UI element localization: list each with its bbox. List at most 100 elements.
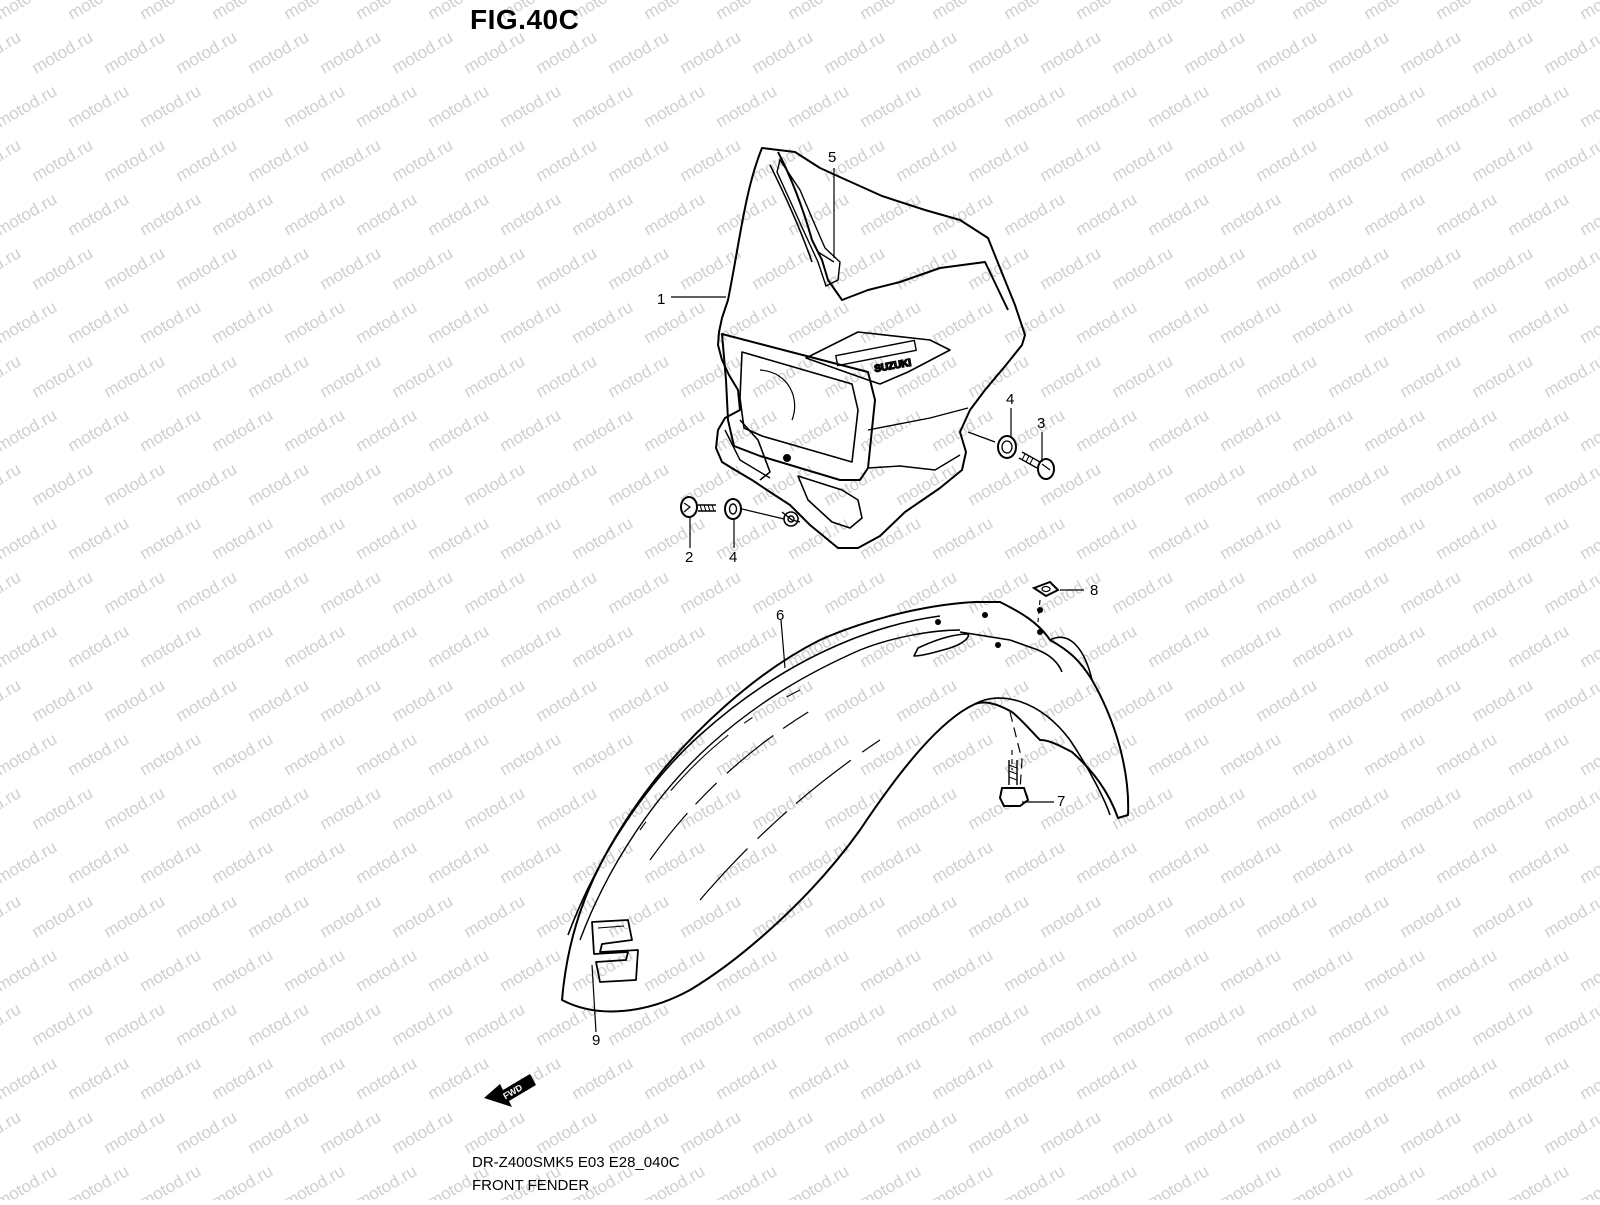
watermark-text: motod.ru [965, 567, 1033, 617]
watermark-text: motod.ru [0, 675, 24, 725]
watermark-text: motod.ru [0, 405, 60, 455]
watermark-text: motod.ru [893, 999, 961, 1049]
watermark-text: motod.ru [713, 405, 781, 455]
watermark-text: motod.ru [1397, 567, 1465, 617]
watermark-text: motod.ru [1073, 1161, 1141, 1200]
watermark-text: motod.ru [461, 999, 529, 1049]
watermark-text: motod.ru [713, 837, 781, 887]
watermark-text: motod.ru [281, 189, 349, 239]
watermark-text: motod.ru [0, 1107, 24, 1157]
watermark-text: motod.ru [929, 81, 997, 131]
watermark-text: motod.ru [1109, 999, 1177, 1049]
watermark-text: motod.ru [1289, 945, 1357, 995]
watermark-text: motod.ru [857, 1161, 925, 1200]
watermark-text: motod.ru [1217, 1161, 1285, 1200]
watermark-text: motod.ru [209, 297, 277, 347]
watermark-text: motod.ru [605, 891, 673, 941]
watermark-text: motod.ru [101, 999, 169, 1049]
watermark-text: motod.ru [1289, 729, 1357, 779]
watermark-text: motod.ru [1505, 81, 1573, 131]
watermark-text: motod.ru [461, 675, 529, 725]
watermark-text: motod.ru [1397, 27, 1465, 77]
watermark-text: motod.ru [677, 891, 745, 941]
watermark-text: motod.ru [281, 405, 349, 455]
watermark-text: motod.ru [1505, 0, 1573, 23]
watermark-text: motod.ru [1541, 1107, 1600, 1157]
watermark-text: motod.ru [1217, 621, 1285, 671]
watermark-text: motod.ru [29, 459, 97, 509]
watermark-text: motod.ru [749, 999, 817, 1049]
watermark-text: motod.ru [0, 999, 24, 1049]
watermark-text: motod.ru [1541, 243, 1600, 293]
watermark-text: motod.ru [1469, 243, 1537, 293]
watermark-text: motod.ru [1397, 999, 1465, 1049]
watermark-text: motod.ru [749, 351, 817, 401]
watermark-text: motod.ru [1145, 1161, 1213, 1200]
section-name: FRONT FENDER [472, 1177, 589, 1194]
watermark-text: motod.ru [137, 1161, 205, 1200]
watermark-text: motod.ru [1289, 405, 1357, 455]
watermark-text: motod.ru [497, 513, 565, 563]
watermark-text: motod.ru [1253, 135, 1321, 185]
watermark-text: motod.ru [1109, 459, 1177, 509]
watermark-text: motod.ru [1361, 1161, 1429, 1200]
watermark-text: motod.ru [569, 297, 637, 347]
watermark-text: motod.ru [533, 351, 601, 401]
watermark-text: motod.ru [389, 243, 457, 293]
watermark-text: motod.ru [0, 189, 60, 239]
watermark-text: motod.ru [1073, 729, 1141, 779]
watermark-text: motod.ru [857, 513, 925, 563]
watermark-text: motod.ru [1397, 135, 1465, 185]
watermark-text: motod.ru [461, 135, 529, 185]
watermark-text: motod.ru [281, 297, 349, 347]
watermark-text: motod.ru [1145, 729, 1213, 779]
watermark-text: motod.ru [1037, 351, 1105, 401]
watermark-text: motod.ru [821, 27, 889, 77]
watermark-text: motod.ru [1145, 621, 1213, 671]
watermark-text: motod.ru [1217, 945, 1285, 995]
watermark-text: motod.ru [749, 27, 817, 77]
watermark-text: motod.ru [713, 513, 781, 563]
watermark-text: motod.ru [0, 351, 24, 401]
watermark-text: motod.ru [209, 405, 277, 455]
watermark-text: motod.ru [1433, 0, 1501, 23]
watermark-text: motod.ru [1001, 837, 1069, 887]
watermark-text: motod.ru [641, 945, 709, 995]
watermark-text: motod.ru [209, 837, 277, 887]
watermark-text: motod.ru [0, 0, 60, 23]
watermark-text: motod.ru [0, 837, 60, 887]
watermark-text: motod.ru [245, 783, 313, 833]
watermark-text: motod.ru [1181, 999, 1249, 1049]
watermark-text: motod.ru [1289, 81, 1357, 131]
watermark-text: motod.ru [965, 243, 1033, 293]
watermark-text: motod.ru [893, 891, 961, 941]
watermark-text: motod.ru [65, 81, 133, 131]
watermark-text: motod.ru [857, 189, 925, 239]
watermark-text: motod.ru [1469, 351, 1537, 401]
watermark-text: motod.ru [1505, 837, 1573, 887]
callout-8: 8 [1090, 582, 1098, 599]
watermark-text: motod.ru [1145, 0, 1213, 23]
watermark-text: motod.ru [317, 1107, 385, 1157]
watermark-text: motod.ru [65, 1053, 133, 1103]
watermark-text: motod.ru [65, 513, 133, 563]
watermark-text: motod.ru [0, 891, 24, 941]
watermark-text: motod.ru [713, 189, 781, 239]
watermark-text: motod.ru [497, 945, 565, 995]
watermark-text: motod.ru [281, 0, 349, 23]
watermark-text: motod.ru [209, 945, 277, 995]
watermark-text: motod.ru [857, 1053, 925, 1103]
watermark-text: motod.ru [353, 189, 421, 239]
watermark-text: motod.ru [1433, 837, 1501, 887]
watermark-text: motod.ru [1577, 513, 1600, 563]
watermark-text: motod.ru [65, 189, 133, 239]
watermark-text: motod.ru [1541, 891, 1600, 941]
watermark-text: motod.ru [137, 837, 205, 887]
watermark-text: motod.ru [1181, 1107, 1249, 1157]
watermark-text: motod.ru [821, 1107, 889, 1157]
watermark-text: motod.ru [857, 81, 925, 131]
watermark-text: motod.ru [1289, 189, 1357, 239]
watermark-text: motod.ru [1433, 945, 1501, 995]
watermark-text: motod.ru [29, 135, 97, 185]
